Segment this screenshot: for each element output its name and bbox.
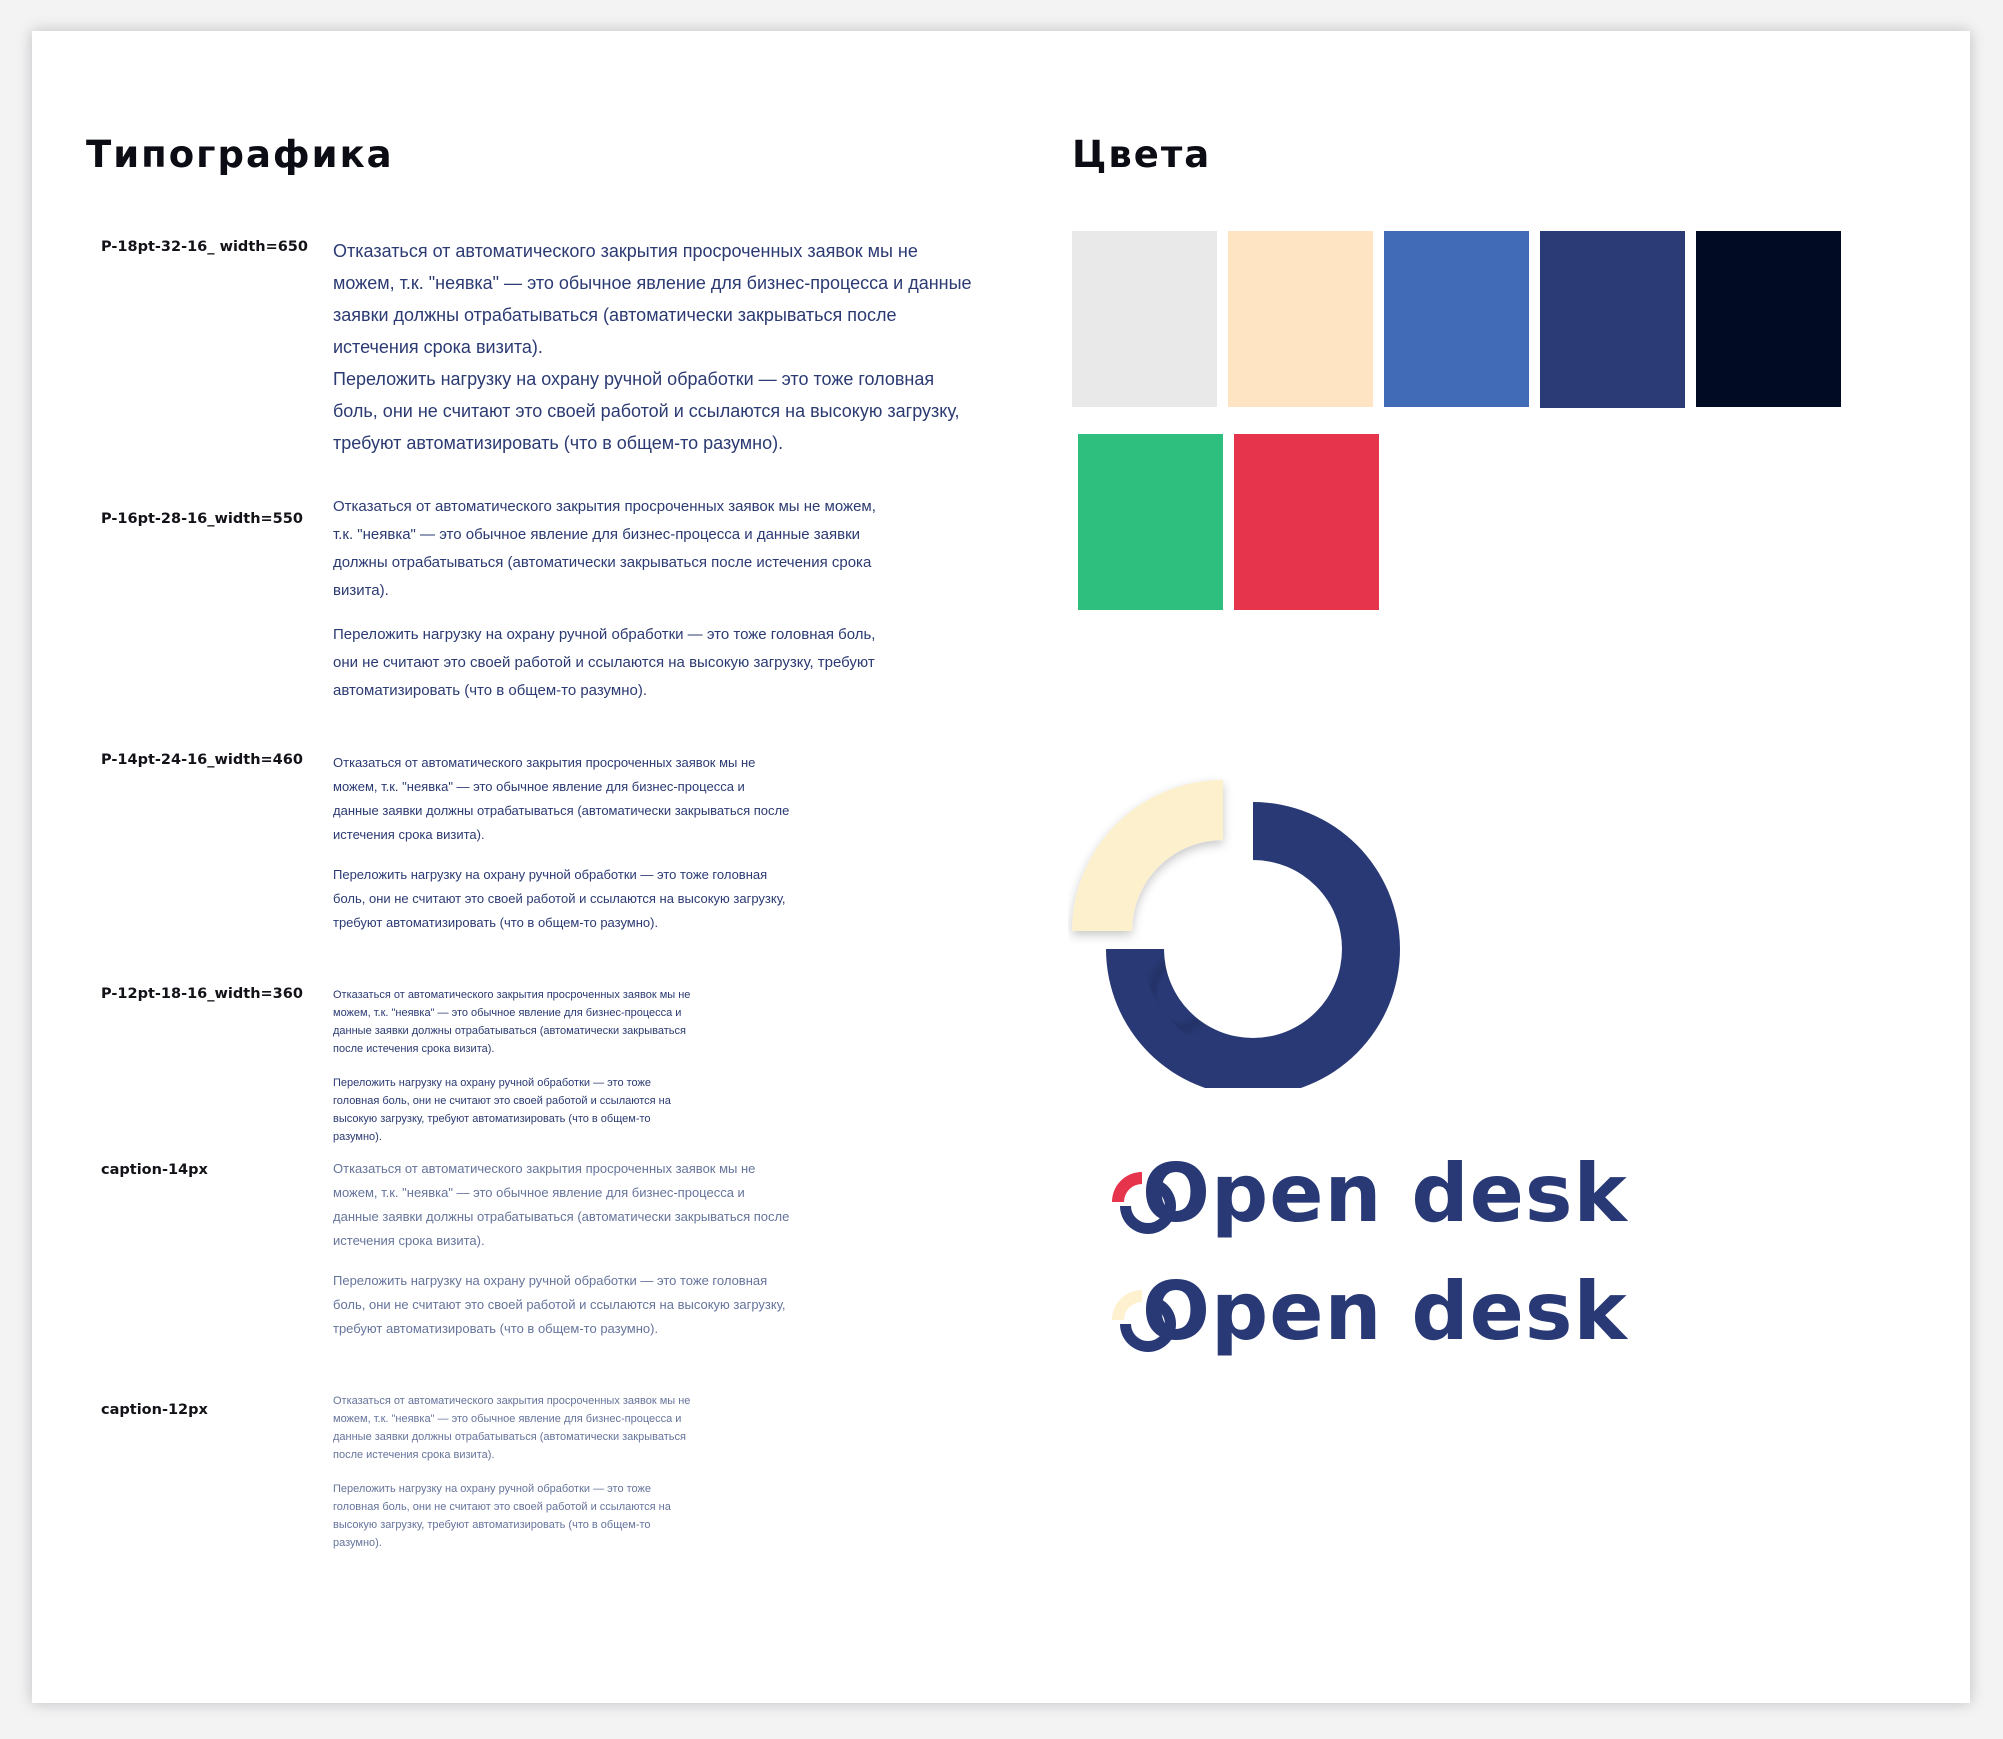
spec-label-p14: P-14pt-24-16_width=460 bbox=[101, 752, 303, 768]
donut-cream-segment bbox=[1072, 780, 1223, 931]
spec-sample-caption12: Отказаться от автоматического закрытия п… bbox=[333, 1392, 693, 1552]
sample-paragraph: Отказаться от автоматического закрытия п… bbox=[333, 241, 972, 357]
logo-o-accent-icon bbox=[1112, 1172, 1142, 1202]
sample-paragraph: Отказаться от автоматического закрытия п… bbox=[333, 1161, 790, 1248]
logo-wordmark-text: Open desk bbox=[1142, 1265, 1628, 1358]
spec-label-caption14: caption-14px bbox=[101, 1162, 208, 1178]
spec-sample-p12: Отказаться от автоматического закрытия п… bbox=[333, 986, 693, 1146]
spec-sample-p18: Отказаться от автоматического закрытия п… bbox=[333, 235, 983, 459]
sample-paragraph: Отказаться от автоматического закрытия п… bbox=[333, 755, 790, 842]
colors-title: Цвета bbox=[1072, 133, 1212, 176]
logo-o-mark-red bbox=[1112, 1172, 1176, 1234]
sample-paragraph: Переложить нагрузку на охрану ручной обр… bbox=[333, 1483, 671, 1549]
donut-inner-shadow bbox=[1142, 949, 1218, 1040]
logo-wordmark: OOpen desk bbox=[1135, 1154, 1628, 1234]
sample-paragraph: Переложить нагрузку на охрану ручной обр… bbox=[333, 1273, 786, 1336]
spec-label-caption12: caption-12px bbox=[101, 1402, 208, 1418]
logo-o-accent-icon bbox=[1112, 1290, 1142, 1320]
swatch-light-gray bbox=[1072, 231, 1217, 407]
logo-o-ring-icon bbox=[1120, 1296, 1176, 1352]
brand-donut-mark bbox=[1072, 780, 1400, 1088]
sample-paragraph: Отказаться от автоматического закрытия п… bbox=[333, 1395, 691, 1461]
swatch-navy bbox=[1540, 231, 1685, 408]
spec-label-p12: P-12pt-18-16_width=360 bbox=[101, 986, 303, 1002]
logo-wordmark: OOpen desk bbox=[1135, 1272, 1628, 1352]
spec-sample-caption14: Отказаться от автоматического закрытия п… bbox=[333, 1157, 793, 1341]
typography-title: Типографика bbox=[86, 133, 394, 176]
sample-paragraph: Переложить нагрузку на охрану ручной обр… bbox=[333, 1077, 671, 1143]
swatch-green bbox=[1078, 434, 1223, 610]
logo-o-ring-icon bbox=[1120, 1178, 1176, 1234]
swatch-red bbox=[1234, 434, 1379, 610]
spec-label-p18: P-18pt-32-16_ width=650 bbox=[101, 239, 308, 255]
sample-paragraph: Переложить нагрузку на охрану ручной обр… bbox=[333, 867, 786, 930]
swatch-dark-navy bbox=[1696, 231, 1841, 407]
logo-o-mark-cream bbox=[1112, 1290, 1176, 1352]
spec-sample-p14: Отказаться от автоматического закрытия п… bbox=[333, 751, 793, 935]
sample-paragraph: Переложить нагрузку на охрану ручной обр… bbox=[333, 369, 960, 453]
swatch-blue bbox=[1384, 231, 1529, 407]
spec-label-p16: P-16pt-28-16_width=550 bbox=[101, 511, 303, 527]
spec-sample-p16: Отказаться от автоматического закрытия п… bbox=[333, 493, 883, 705]
sample-paragraph: Отказаться от автоматического закрытия п… bbox=[333, 989, 691, 1055]
swatch-peach bbox=[1228, 231, 1373, 407]
sample-paragraph: Переложить нагрузку на охрану ручной обр… bbox=[333, 626, 876, 699]
logo-wordmark-text: Open desk bbox=[1142, 1147, 1628, 1240]
style-guide-sheet: Типографика P-18pt-32-16_ width=650 Отка… bbox=[32, 31, 1970, 1703]
sample-paragraph: Отказаться от автоматического закрытия п… bbox=[333, 498, 876, 599]
